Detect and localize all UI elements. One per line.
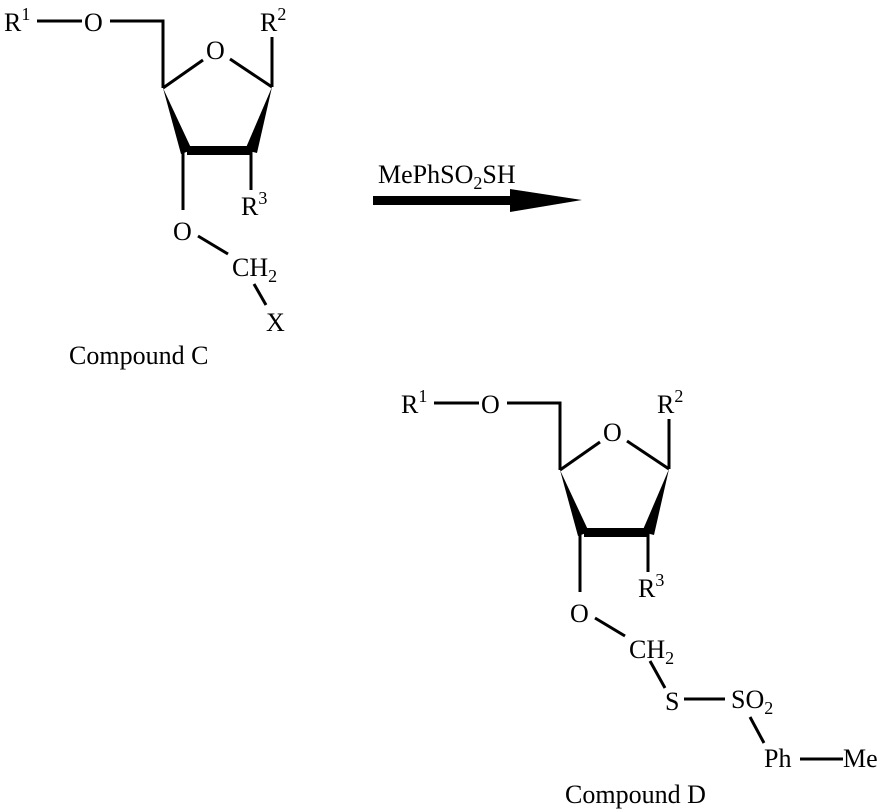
- compound-c: R1 O O R2 R3 O CH2 X Compound C: [4, 4, 286, 370]
- bond: [559, 440, 601, 472]
- arrow-shaft: [373, 196, 513, 205]
- r2-label: R2: [657, 386, 683, 419]
- r3-label: R3: [241, 188, 267, 221]
- wedge-bond: [163, 88, 192, 154]
- so2-label: SO2: [731, 685, 773, 718]
- r1-label: R1: [401, 386, 427, 419]
- reagent-label: MePhSO2SH: [378, 160, 516, 193]
- r3-label: R3: [638, 570, 664, 603]
- bond: [252, 283, 268, 306]
- compound-d: R1 O O R2 R3 O CH2 S SO2 Ph Me Compound …: [401, 386, 878, 809]
- reaction-arrow: MePhSO2SH: [373, 160, 582, 212]
- ch2-label: CH2: [232, 253, 277, 286]
- compound-d-label: Compound D: [565, 780, 706, 809]
- bond: [748, 716, 766, 744]
- bond: [229, 57, 273, 89]
- bond: [110, 19, 165, 88]
- bond: [507, 401, 562, 470]
- bond: [594, 616, 626, 638]
- wedge-bond: [560, 470, 589, 536]
- oxygen-3: O: [173, 217, 192, 246]
- arrow-head: [510, 189, 582, 212]
- ring-oxygen: O: [206, 36, 225, 65]
- oxygen-3: O: [570, 599, 589, 628]
- ether-oxygen: O: [481, 390, 500, 419]
- wedge-bond: [245, 87, 272, 153]
- compound-c-label: Compound C: [69, 341, 208, 370]
- bold-bond: [584, 528, 647, 537]
- methyl-label: Me: [843, 744, 878, 773]
- bold-bond: [187, 146, 250, 155]
- bond: [648, 660, 667, 689]
- wedge-bond: [642, 469, 669, 535]
- r2-label: R2: [260, 4, 286, 37]
- bond: [626, 439, 670, 471]
- x-label: X: [266, 308, 285, 337]
- ch2-label: CH2: [629, 635, 674, 668]
- ether-oxygen: O: [84, 8, 103, 37]
- phenyl-label: Ph: [764, 744, 791, 773]
- bond: [197, 234, 229, 256]
- bond: [162, 58, 204, 90]
- sulfur-label: S: [665, 687, 679, 716]
- ring-oxygen: O: [603, 418, 622, 447]
- r1-label: R1: [4, 4, 30, 37]
